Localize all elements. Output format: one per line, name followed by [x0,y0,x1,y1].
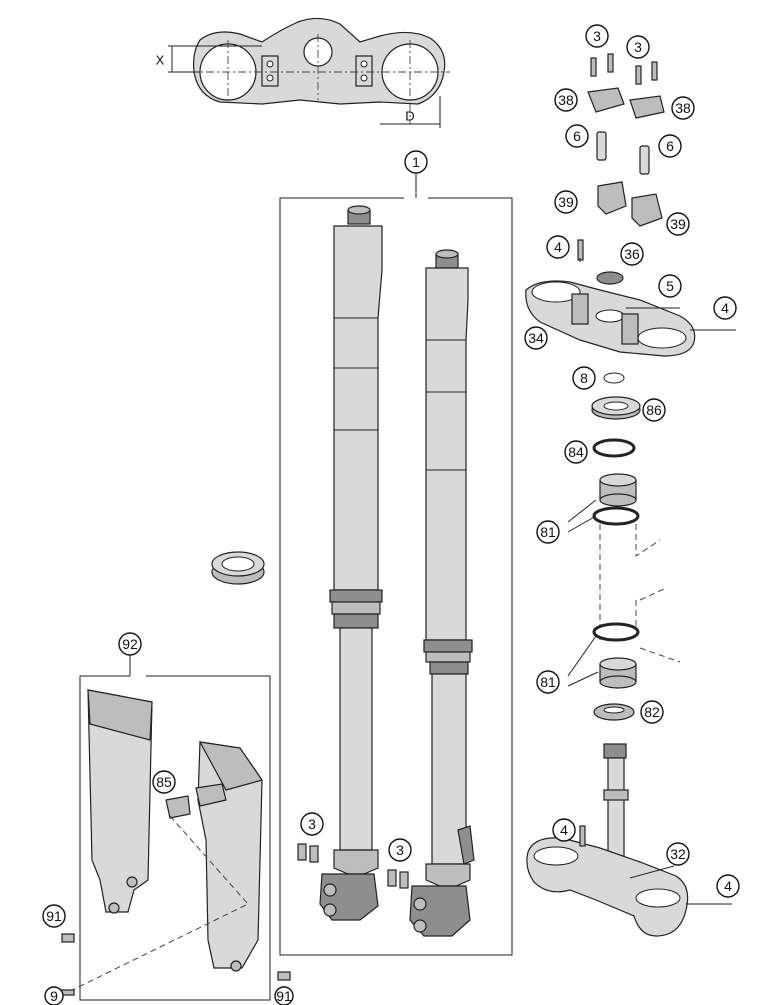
callout-85: 85 [152,770,176,794]
callout-39: 39 [554,190,578,214]
callout-4: 4 [716,874,740,898]
svg-text:92: 92 [122,636,138,652]
callout-38: 38 [671,96,695,120]
callout-3: 3 [388,838,412,862]
svg-text:86: 86 [646,402,662,418]
svg-text:4: 4 [721,300,729,316]
svg-text:34: 34 [528,330,544,346]
bracket-85 [165,795,191,819]
svg-text:1: 1 [412,154,420,170]
callout-92: 92 [118,632,142,656]
callout-32: 32 [666,842,690,866]
callout-82: 82 [640,700,664,724]
svg-text:81: 81 [540,674,556,690]
callout-91: 91 [274,986,294,1005]
svg-text:4: 4 [560,822,568,838]
callout-38: 38 [554,88,578,112]
svg-text:4: 4 [724,878,732,894]
svg-text:82: 82 [644,704,660,720]
callout-3: 3 [300,812,324,836]
callout-81: 81 [536,520,560,544]
svg-text:36: 36 [624,246,640,262]
fork-guard-frame [79,675,271,1001]
callout-3: 3 [626,35,650,59]
clamp-parts-top [587,53,665,227]
svg-text:81: 81 [540,524,556,540]
guard-bolt-left [61,933,75,943]
svg-text:8: 8 [580,370,588,386]
upper-race [592,506,640,526]
o-ring [603,372,625,384]
upper-triple-clamp [525,239,736,357]
callout-34: 34 [524,326,548,350]
svg-text:3: 3 [634,39,642,55]
bearing-race-84 [592,438,636,458]
svg-text:91: 91 [276,988,292,1004]
callout-86: 86 [642,398,666,422]
callout-1: 1 [404,150,428,174]
dimension-x-label: X [156,53,165,68]
svg-text:4: 4 [554,239,562,255]
svg-text:91: 91 [46,908,62,924]
callout-81: 81 [536,670,560,694]
svg-text:3: 3 [593,28,601,44]
callout-8: 8 [572,366,596,390]
lower-bearing [599,657,637,689]
callout-3: 3 [585,24,609,48]
svg-text:39: 39 [670,216,686,232]
svg-text:84: 84 [568,444,584,460]
callouts: 1 3 3 38 38 6 6 39 39 4 36 5 4 34 8 86 8… [42,24,740,1005]
svg-text:9: 9 [50,988,58,1004]
triple-clamp-dimension-view: X D [156,17,450,128]
svg-text:32: 32 [670,846,686,862]
loose-seal-ring [211,551,265,585]
svg-text:85: 85 [156,774,172,790]
callout-84: 84 [564,440,588,464]
svg-text:6: 6 [666,138,674,154]
fork-foot-bolts-right [387,869,409,889]
lower-triple-clamp [526,743,732,937]
callout-6: 6 [565,124,589,148]
svg-text:6: 6 [573,128,581,144]
svg-text:5: 5 [666,278,674,294]
seal-86 [591,396,641,420]
fork-leg-right [409,249,475,937]
guard-bolt-right [277,971,291,981]
lower-race [592,622,640,642]
fork-leg-left [319,205,383,921]
svg-text:3: 3 [396,842,404,858]
fork-guard-right [195,741,263,972]
svg-text:38: 38 [675,100,691,116]
frame-head-tube-outline [599,524,681,663]
callout-5: 5 [658,274,682,298]
dimension-d-label: D [405,109,414,124]
callout-leaders [567,258,675,879]
callout-4: 4 [713,296,737,320]
svg-text:38: 38 [558,92,574,108]
callout-39: 39 [666,212,690,236]
callout-6: 6 [658,134,682,158]
callout-4: 4 [546,235,570,259]
upper-bearing [599,473,637,507]
callout-9: 9 [44,986,64,1005]
dust-seal-82 [593,703,635,721]
callout-36: 36 [620,242,644,266]
fork-assembly-frame [279,197,513,956]
callout-91: 91 [42,904,66,928]
svg-text:3: 3 [308,816,316,832]
fork-guard-left [87,689,153,914]
fork-foot-bolts-left [297,843,319,863]
callout-4: 4 [552,818,576,842]
svg-text:39: 39 [558,194,574,210]
